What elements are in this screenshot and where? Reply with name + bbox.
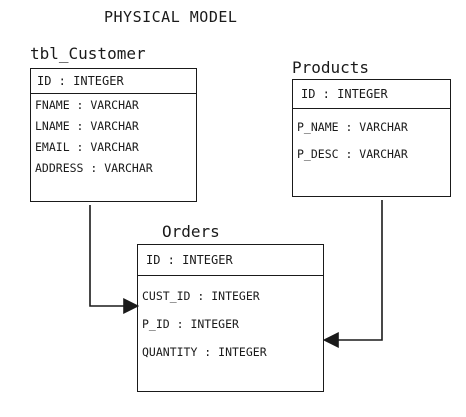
customer-field: LNAME : VARCHAR	[35, 119, 139, 133]
orders-field-list: CUST_ID : INTEGER P_ID : INTEGER QUANTIT…	[138, 276, 323, 359]
products-field-list: P_NAME : VARCHAR P_DESC : VARCHAR	[293, 109, 450, 161]
products-table-name: Products	[292, 58, 370, 77]
customer-field-list: FNAME : VARCHAR LNAME : VARCHAR EMAIL : …	[31, 94, 196, 175]
customer-pk-field: ID : INTEGER	[31, 69, 196, 94]
products-to-orders-connector	[322, 200, 383, 348]
products-field: P_NAME : VARCHAR	[297, 120, 408, 134]
orders-entity[interactable]: ID : INTEGER CUST_ID : INTEGER P_ID : IN…	[137, 244, 324, 392]
diagram-title: PHYSICAL MODEL	[104, 8, 238, 26]
orders-table-name: Orders	[162, 222, 220, 241]
customer-field: FNAME : VARCHAR	[35, 98, 139, 112]
customer-table-name: tbl_Customer	[30, 44, 146, 63]
customer-field: ADDRESS : VARCHAR	[35, 161, 153, 175]
orders-field: CUST_ID : INTEGER	[142, 289, 260, 303]
products-entity[interactable]: ID : INTEGER P_NAME : VARCHAR P_DESC : V…	[292, 79, 451, 197]
orders-field: QUANTITY : INTEGER	[142, 345, 267, 359]
orders-field: P_ID : INTEGER	[142, 317, 239, 331]
orders-pk-field: ID : INTEGER	[138, 245, 323, 276]
customer-to-orders-connector	[89, 205, 140, 314]
customer-field: EMAIL : VARCHAR	[35, 140, 139, 154]
products-pk-field: ID : INTEGER	[293, 80, 450, 109]
products-field: P_DESC : VARCHAR	[297, 147, 408, 161]
customer-entity[interactable]: ID : INTEGER FNAME : VARCHAR LNAME : VAR…	[30, 68, 197, 202]
